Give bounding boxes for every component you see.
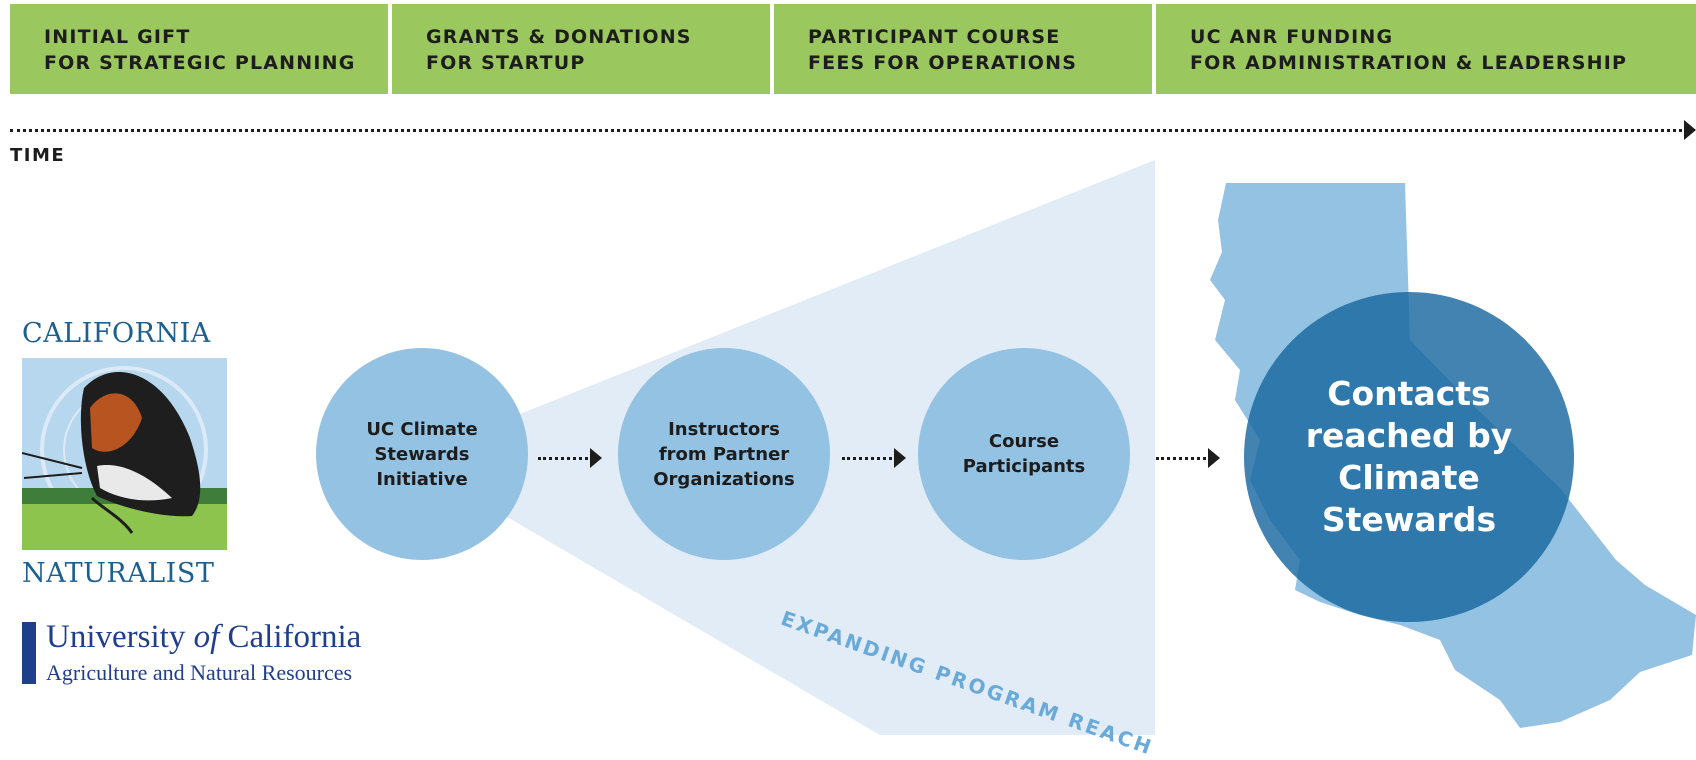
funding-band-label: PARTICIPANT COURSE FEES FOR OPERATIONS [808,26,1078,74]
funding-band-label: GRANTS & DONATIONS FOR STARTUP [426,26,692,74]
time-axis-line [10,129,1682,132]
time-axis-arrowhead [1684,120,1696,140]
logo-title-top: CALIFORNIA [22,318,211,349]
flow-connector-2 [842,457,892,460]
flow-arrowhead-1 [590,448,602,468]
node-instructors: Instructors from Partner Organizations [618,348,830,560]
funding-band-uc-anr: UC ANR FUNDING FOR ADMINISTRATION & LEAD… [1156,4,1696,94]
flow-arrowhead-3 [1208,448,1220,468]
uc-title-part: California [219,619,362,655]
node-label: UC Climate Stewards Initiative [366,418,478,490]
butterfly-emblem-icon [22,358,227,550]
uc-anr-logo-title: University of California [46,619,361,656]
flow-connector-1 [538,457,588,460]
flow-connector-3 [1156,457,1206,460]
funding-band-initial-gift: INITIAL GIFT FOR STRATEGIC PLANNING [10,4,388,94]
uc-title-part: University [46,619,194,655]
node-label: Instructors from Partner Organizations [653,418,795,490]
node-label: Course Participants [962,431,1086,477]
funding-band-label: UC ANR FUNDING FOR ADMINISTRATION & LEAD… [1190,26,1628,74]
california-naturalist-logo: CALIFORNIA NATURALIST [8,318,238,589]
uc-anr-logo-bar [22,622,36,684]
funding-band-label: INITIAL GIFT FOR STRATEGIC PLANNING [44,26,356,74]
uc-anr-logo-subtitle: Agriculture and Natural Resources [46,660,353,685]
uc-title-of: of [193,619,220,655]
node-label: Contacts reached by Climate Stewards [1305,374,1513,539]
time-axis-label: TIME [10,145,66,166]
node-contacts-reached: Contacts reached by Climate Stewards [1244,292,1574,622]
logo-title-bottom: NATURALIST [22,558,215,589]
funding-band-course-fees: PARTICIPANT COURSE FEES FOR OPERATIONS [774,4,1152,94]
flow-arrowhead-2 [894,448,906,468]
node-uc-climate-stewards-initiative: UC Climate Stewards Initiative [316,348,528,560]
node-course-participants: Course Participants [918,348,1130,560]
funding-band-grants: GRANTS & DONATIONS FOR STARTUP [392,4,770,94]
